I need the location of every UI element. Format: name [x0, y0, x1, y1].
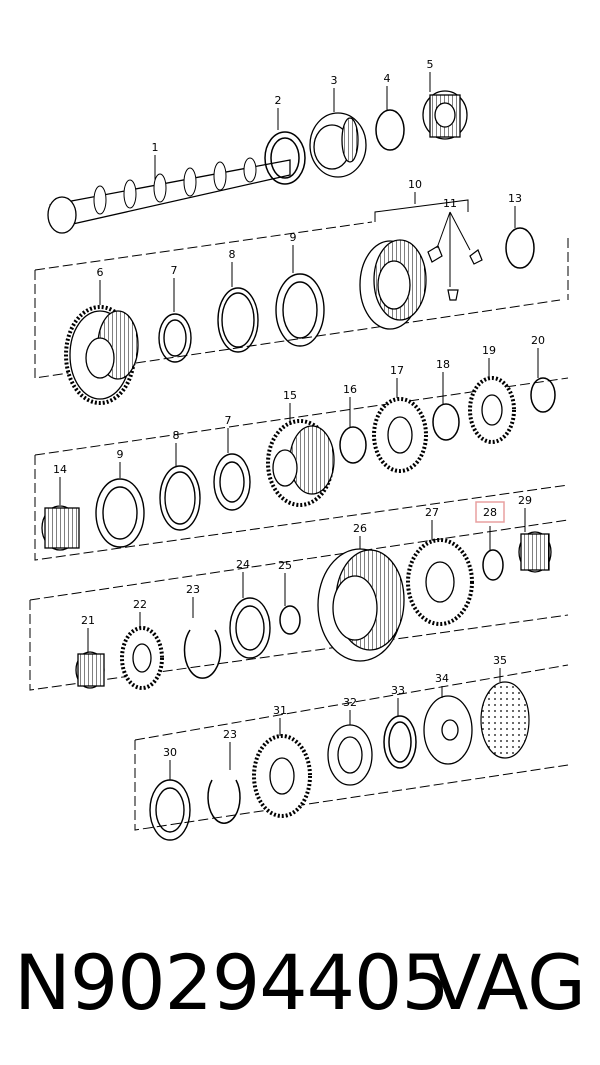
sync-ring-part-8b — [159, 465, 201, 531]
snap-ring-part-4 — [375, 109, 405, 151]
sync-ring-part-8a — [217, 287, 259, 353]
callout-label: 5 — [427, 58, 434, 71]
ring-part-33 — [383, 715, 417, 769]
callout-label: 8 — [173, 429, 180, 442]
needle-bearing-part-29 — [518, 531, 552, 573]
callout-label: 8 — [229, 248, 236, 261]
callout-label: 6 — [97, 266, 104, 279]
callout-label: 18 — [436, 358, 450, 371]
needle-bearing-part-21 — [75, 651, 105, 689]
highlight-box — [475, 501, 505, 523]
callout-label: 14 — [53, 463, 67, 476]
exploded-parts-diagram: 1 2 3 4 5 6 7 8 9 10 11 13 7 8 9 14 15 1… — [29, 58, 569, 841]
callout-label: 9 — [290, 231, 297, 244]
callout-label: 32 — [343, 696, 357, 709]
callout-label: 30 — [163, 746, 177, 759]
needle-bearing-part-14 — [41, 505, 80, 551]
callout-label: 15 — [283, 389, 297, 402]
sync-ring-part-24 — [229, 597, 271, 659]
sync-ring-part-9a — [275, 273, 325, 347]
snap-ring-part-28 — [482, 549, 504, 581]
snap-ring-part-18 — [432, 403, 460, 441]
callout-label: 27 — [425, 506, 439, 519]
callout-label: 25 — [278, 559, 292, 572]
needle-bearing-part-5 — [422, 90, 468, 140]
callout-label: 4 — [384, 72, 391, 85]
snap-ring-part-16 — [339, 426, 367, 464]
ball-bearing-part-32 — [327, 724, 373, 786]
synchro-hub-part-10 — [359, 239, 427, 330]
callout-label: 3 — [331, 74, 338, 87]
callout-label: 35 — [493, 654, 507, 667]
snap-ring-part-13 — [505, 227, 535, 269]
callout-label: 29 — [518, 494, 532, 507]
callout-label: 13 — [508, 192, 522, 205]
gear-part-17 — [372, 397, 428, 473]
callout-label: 24 — [236, 558, 250, 571]
callout-label: 23 — [223, 728, 237, 741]
callout-label: 2 — [275, 94, 282, 107]
callout-label: 22 — [133, 598, 147, 611]
callout-labels: 1 2 3 4 5 6 7 8 9 10 11 13 7 8 9 14 15 1… — [53, 58, 545, 759]
gear-part-19 — [468, 376, 516, 444]
bearing-part-3 — [309, 112, 367, 178]
callout-label: 11 — [443, 197, 457, 210]
sync-ring-part-7a — [158, 313, 192, 363]
sync-ring-part-30 — [149, 779, 191, 841]
gear-part-15 — [266, 419, 335, 507]
callout-label: 31 — [273, 704, 287, 717]
circlip-part-23b — [207, 779, 241, 824]
ring-part-2 — [264, 131, 306, 185]
sync-ring-part-9b — [95, 478, 145, 548]
snap-ring-part-25 — [279, 605, 301, 635]
gear-part-22 — [120, 626, 164, 690]
cover-plate-part-35 — [480, 681, 530, 759]
callout-label: 1 — [152, 141, 159, 154]
callout-label: 19 — [482, 344, 496, 357]
callout-label: 16 — [343, 383, 357, 396]
callout-label: 26 — [353, 522, 367, 535]
callout-label: 33 — [391, 684, 405, 697]
leader-lines — [59, 72, 539, 780]
gear-part-27 — [406, 538, 474, 626]
callout-label: 7 — [171, 264, 178, 277]
callout-label: 23 — [186, 583, 200, 596]
gear-part-6 — [64, 305, 139, 405]
callout-label: 17 — [390, 364, 404, 377]
plate-part-34 — [423, 695, 473, 765]
sync-ring-part-7b — [213, 453, 251, 511]
snap-ring-part-20 — [530, 377, 556, 413]
callout-label: 20 — [531, 334, 545, 347]
callout-label: 21 — [81, 614, 95, 627]
brand-name: VAG — [429, 938, 586, 1027]
gear-part-31 — [252, 734, 312, 818]
callout-label: 7 — [225, 414, 232, 427]
callout-label: 10 — [408, 178, 422, 191]
callout-label: 34 — [435, 672, 449, 685]
part-info-footer: N90294405 VAG — [0, 918, 600, 1048]
shift-keys-part-11 — [427, 245, 483, 301]
part-number: N90294405 — [14, 938, 450, 1027]
synchro-sleeve-part-26 — [317, 548, 405, 662]
circlip-part-23a — [183, 629, 222, 679]
callout-label: 9 — [117, 448, 124, 461]
main-shaft — [47, 157, 291, 234]
callout-label-highlighted: 28 — [483, 506, 497, 519]
